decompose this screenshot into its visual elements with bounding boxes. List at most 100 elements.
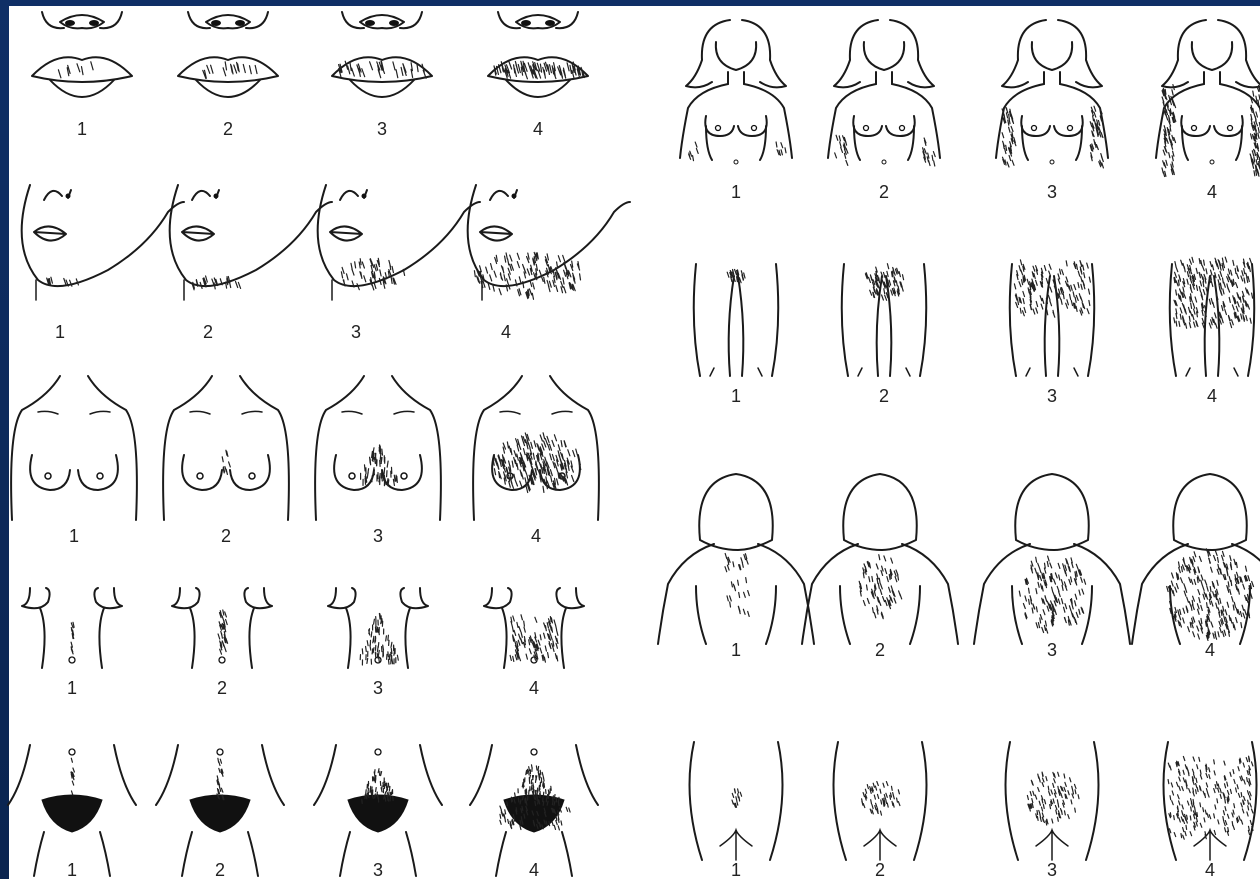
hair-strokes <box>71 758 74 795</box>
hair-strokes <box>1168 756 1253 839</box>
upper-lip-grade-2: 2 <box>178 12 278 139</box>
upper-lip-grade-3: 3 <box>332 12 432 139</box>
grade-label: 1 <box>731 640 741 660</box>
hair-strokes <box>362 769 393 804</box>
grade-label: 4 <box>1205 860 1215 879</box>
thigh-grade-4: 4 <box>1170 257 1255 406</box>
grade-label: 2 <box>879 386 889 406</box>
hair-strokes <box>1027 772 1079 825</box>
hair-strokes <box>727 270 745 283</box>
grade-label: 3 <box>1047 640 1057 660</box>
hair-strokes <box>1002 108 1016 167</box>
thigh-grade-3: 3 <box>1010 260 1095 406</box>
upper-abdomen-grade-2: 2 <box>172 588 272 698</box>
hair-strokes <box>360 614 398 666</box>
grade-label: 2 <box>875 640 885 660</box>
chin-grade-4: 4 <box>468 185 630 342</box>
grade-label: 3 <box>377 119 387 139</box>
chest-grade-1: 1 <box>11 376 137 546</box>
grade-label: 1 <box>731 860 741 879</box>
hair-strokes <box>725 554 749 617</box>
grade-label: 4 <box>1205 640 1215 660</box>
back-grade-4: 4 <box>1132 474 1260 660</box>
grade-label: 4 <box>501 322 511 342</box>
hair-strokes <box>510 615 558 662</box>
grade-label: 1 <box>731 386 741 406</box>
grade-label: 1 <box>67 860 77 879</box>
hair-strokes <box>58 62 93 78</box>
grade-label: 1 <box>67 678 77 698</box>
upper-abdomen-grade-1: 1 <box>22 588 122 698</box>
grade-label: 4 <box>1207 386 1217 406</box>
upper-abdomen-grade-3: 3 <box>328 588 428 698</box>
hair-strokes <box>732 789 742 807</box>
lower-abdomen-grade-3: 3 <box>314 745 442 879</box>
lower-abdomen-grade-1: 1 <box>8 745 136 879</box>
chin-grade-2: 2 <box>170 185 332 342</box>
grade-label: 4 <box>529 860 539 879</box>
hair-strokes <box>859 555 902 619</box>
buttocks-grade-1: 1 <box>690 742 783 879</box>
thigh-grade-2: 2 <box>842 264 927 406</box>
grade-label: 4 <box>529 678 539 698</box>
grade-label: 4 <box>533 119 543 139</box>
grade-label: 1 <box>69 526 79 546</box>
hair-strokes <box>361 445 398 486</box>
lower-abdomen-grade-4: 4 <box>470 745 598 879</box>
grade-label: 3 <box>1047 386 1057 406</box>
buttocks-grade-4: 4 <box>1164 742 1257 879</box>
back-grade-3: 3 <box>974 474 1130 660</box>
back-grade-2: 2 <box>802 474 958 660</box>
chin-grade-3: 3 <box>318 185 480 342</box>
upper-lip-grade-4: 4 <box>488 12 588 139</box>
back-grade-1: 1 <box>658 474 814 660</box>
hair-strokes <box>862 782 900 816</box>
grade-label: 3 <box>1047 182 1057 202</box>
lower-abdomen-grade-2: 2 <box>156 745 284 879</box>
hair-strokes <box>689 142 699 161</box>
hair-strokes <box>494 61 584 79</box>
upper-arm-grade-2: 2 <box>828 20 940 202</box>
hair-strokes <box>339 61 427 78</box>
hair-strokes <box>1019 556 1085 633</box>
grade-label: 3 <box>1047 860 1057 879</box>
chest-grade-3: 3 <box>315 376 441 546</box>
chin-grade-1: 1 <box>22 185 184 342</box>
buttocks-grade-3: 3 <box>1006 742 1099 879</box>
grade-label: 2 <box>879 182 889 202</box>
thigh-grade-1: 1 <box>694 264 779 406</box>
hair-strokes <box>1162 85 1176 177</box>
upper-arm-grade-3: 3 <box>996 20 1108 202</box>
buttocks-grade-2: 2 <box>834 742 927 879</box>
hair-strokes <box>218 610 227 654</box>
hair-strokes <box>217 758 224 799</box>
hair-strokes <box>1174 257 1253 328</box>
grade-label: 2 <box>875 860 885 879</box>
hair-strokes <box>923 138 936 166</box>
hair-strokes <box>776 142 786 155</box>
upper-arm-grade-4: 4 <box>1156 20 1260 202</box>
grade-label: 3 <box>373 526 383 546</box>
hair-strokes <box>203 62 257 79</box>
hair-strokes <box>1167 549 1254 641</box>
grade-label: 3 <box>373 860 383 879</box>
hair-strokes <box>71 622 74 654</box>
hair-strokes <box>1014 260 1090 317</box>
grade-label: 3 <box>351 322 361 342</box>
grade-label: 2 <box>215 860 225 879</box>
upper-arm-grade-1: 1 <box>680 20 792 202</box>
hair-strokes <box>493 433 581 493</box>
upper-lip-grade-1: 1 <box>32 12 132 139</box>
chest-grade-2: 2 <box>163 376 289 546</box>
hair-strokes <box>865 264 903 301</box>
hair-strokes <box>474 252 580 299</box>
grade-label: 2 <box>203 322 213 342</box>
hair-strokes <box>192 276 240 290</box>
grade-label: 1 <box>77 119 87 139</box>
grade-label: 1 <box>731 182 741 202</box>
grade-label: 2 <box>221 526 231 546</box>
upper-abdomen-grade-4: 4 <box>484 588 584 698</box>
hair-strokes <box>835 135 848 165</box>
grade-label: 4 <box>1207 182 1217 202</box>
